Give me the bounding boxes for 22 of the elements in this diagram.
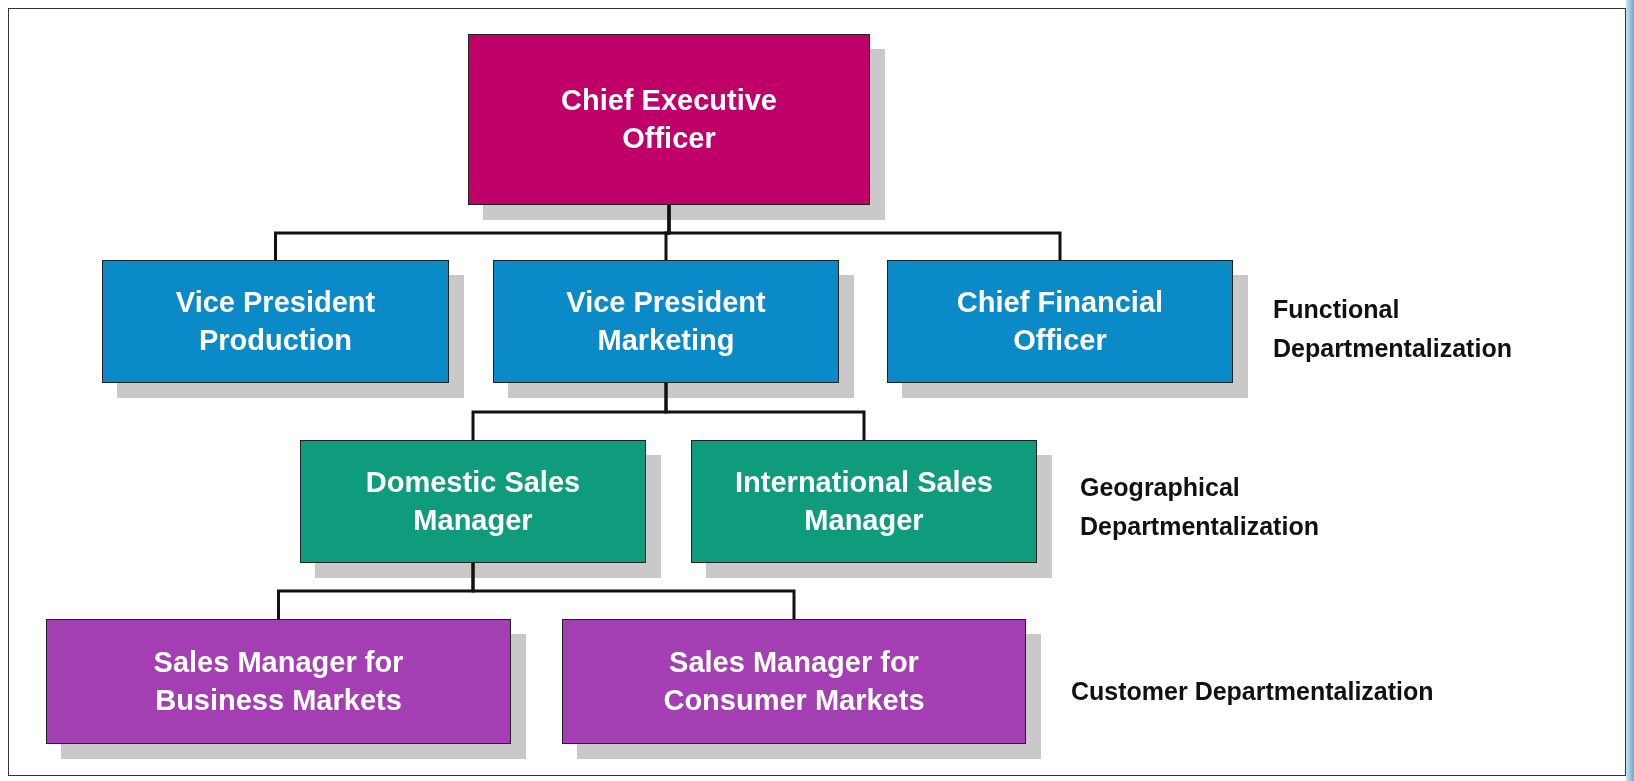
level-label: Functional Departmentalization [1273,294,1513,364]
position-box [102,260,449,383]
position-box [300,440,646,563]
connector-line [471,563,796,619]
position-title: Sales Manager for Business Markets [152,644,405,718]
connector-line [667,205,1062,260]
position-title: Chief Executive Officer [560,82,778,156]
position-box [691,440,1037,563]
position-box [493,260,839,383]
connector-line [664,383,866,440]
position-title: International Sales Manager [734,464,994,538]
position-title: Sales Manager for Consumer Markets [662,644,926,718]
position-box [562,619,1026,744]
position-box [887,260,1233,383]
level-label: Geographical Departmentalization [1080,472,1320,542]
level-label: Customer Departmentalization [1071,676,1435,707]
position-title: Vice President Marketing [565,284,767,358]
position-title: Vice President Production [174,284,377,358]
position-title: Domestic Sales Manager [364,464,582,538]
position-box [46,619,511,744]
position-title: Chief Financial Officer [955,284,1165,358]
position-box [468,34,870,205]
